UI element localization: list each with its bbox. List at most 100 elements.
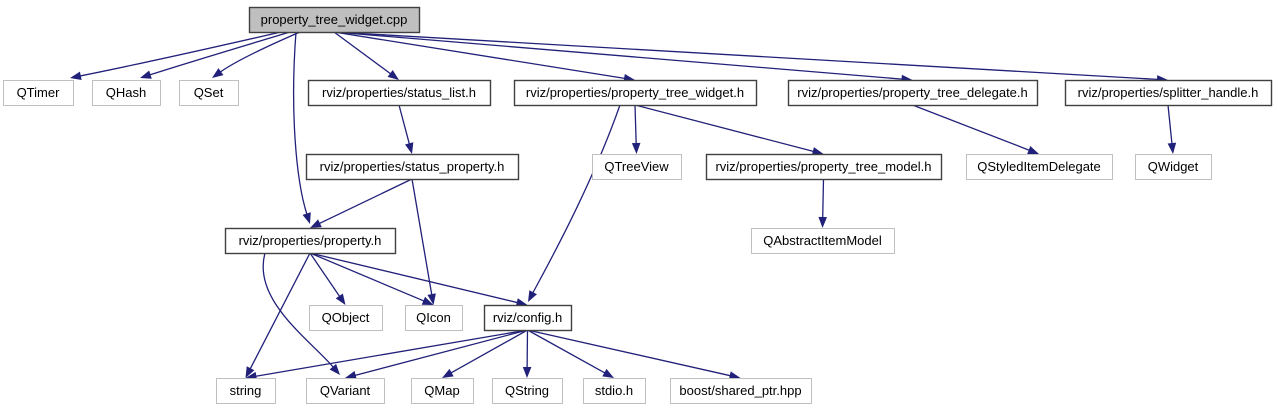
node-frame [1135, 154, 1212, 180]
node-label: QAbstractItemModel [763, 233, 882, 248]
graph-edge [345, 329, 528, 380]
node-frame [592, 154, 682, 180]
node-label: property_tree_widget.cpp [261, 12, 408, 27]
node-frame [248, 6, 421, 34]
graph-edge [634, 104, 824, 156]
graph-node-qobject[interactable]: QObject [309, 305, 383, 331]
graph-node-stdio[interactable]: stdio.h [583, 378, 646, 404]
node-frame [305, 153, 520, 181]
node-frame [307, 79, 492, 107]
node-label: QString [505, 383, 549, 398]
graph-node-qabstractitem[interactable]: QAbstractItemModel [751, 228, 895, 254]
graph-edge [528, 104, 621, 302]
graph-node-qstyleditem[interactable]: QStyledItemDelegate [966, 154, 1113, 180]
node-frame [751, 228, 895, 254]
graph-node-qset[interactable]: QSet [179, 80, 239, 106]
node-label: QTreeView [604, 159, 669, 174]
graph-edge [310, 178, 413, 228]
graph-edge [309, 252, 346, 305]
graph-node-qtimer[interactable]: QTimer [3, 80, 74, 106]
node-label: rviz/config.h [493, 310, 562, 325]
node-label: rviz/properties/property_tree_widget.h [526, 85, 744, 100]
graph-node-status_list[interactable]: rviz/properties/status_list.h [307, 79, 492, 107]
graph-node-config_h[interactable]: rviz/config.h [483, 304, 573, 332]
node-frame [670, 378, 812, 404]
node-label: string [230, 383, 262, 398]
node-frame [92, 80, 161, 106]
node-frame [306, 378, 385, 404]
graph-edge [309, 252, 434, 305]
graph-node-ptm_h[interactable]: rviz/properties/property_tree_model.h [705, 153, 943, 181]
graph-edge [333, 31, 399, 80]
graph-node-qwidget[interactable]: QWidget [1135, 154, 1212, 180]
node-frame [3, 80, 74, 106]
node-frame [583, 378, 646, 404]
graph-edge [333, 31, 1168, 84]
graph-node-qmap[interactable]: QMap [411, 378, 474, 404]
node-frame [787, 79, 1039, 107]
graph-edge [333, 31, 635, 83]
node-frame [483, 304, 573, 332]
node-label: stdio.h [595, 383, 633, 398]
graph-edge [912, 104, 1039, 155]
graph-node-boost_sp[interactable]: boost/shared_ptr.hpp [670, 378, 812, 404]
graph-node-ptw_h[interactable]: rviz/properties/property_tree_widget.h [513, 79, 758, 107]
graph-edge [245, 329, 528, 381]
node-frame [309, 305, 383, 331]
node-label: QVariant [320, 383, 371, 398]
graph-edge [411, 178, 436, 305]
graph-node-string[interactable]: string [216, 378, 276, 404]
node-label: QWidget [1148, 159, 1199, 174]
node-label: QMap [424, 383, 459, 398]
graph-edge [522, 329, 532, 378]
graph-node-splitter_h[interactable]: rviz/properties/splitter_handle.h [1064, 79, 1273, 107]
graph-node-qhash[interactable]: QHash [92, 80, 161, 106]
node-frame [405, 305, 463, 331]
node-label: rviz/properties/property_tree_model.h [715, 159, 931, 174]
node-label: rviz/properties/status_list.h [322, 85, 476, 100]
node-label: QIcon [416, 310, 451, 325]
graph-edge [292, 31, 311, 224]
graph-node-property_h[interactable]: rviz/properties/property.h [224, 227, 397, 255]
graph-node-qtreeview[interactable]: QTreeView [592, 154, 682, 180]
node-label: QHash [106, 85, 146, 100]
graph-edge [309, 252, 528, 307]
node-label: rviz/properties/property_tree_delegate.h [797, 85, 1028, 100]
graph-edge [140, 31, 291, 79]
node-frame [411, 378, 474, 404]
node-frame [179, 80, 239, 106]
node-frame [1064, 79, 1273, 107]
graph-edge [333, 31, 913, 84]
graph-edge [262, 252, 340, 375]
node-frame [224, 227, 397, 255]
node-label: QSet [194, 85, 224, 100]
graph-node-qstring[interactable]: QString [492, 378, 563, 404]
node-label: boost/shared_ptr.hpp [679, 383, 801, 398]
node-frame [966, 154, 1113, 180]
graph-node-status_prop[interactable]: rviz/properties/status_property.h [305, 153, 520, 181]
graph-node-ptd_h[interactable]: rviz/properties/property_tree_delegate.h [787, 79, 1039, 107]
node-label: QObject [322, 310, 370, 325]
graph-node-qicon[interactable]: QIcon [405, 305, 463, 331]
node-label: rviz/properties/status_property.h [320, 159, 505, 174]
graph-node-root[interactable]: property_tree_widget.cpp [248, 6, 421, 34]
graph-edge [70, 31, 282, 81]
node-label: rviz/properties/property.h [239, 233, 382, 248]
node-label: QStyledItemDelegate [977, 159, 1101, 174]
node-frame [705, 153, 943, 181]
node-label: QTimer [17, 85, 61, 100]
node-frame [492, 378, 563, 404]
graph-edge [245, 252, 311, 378]
graph-edge [398, 104, 414, 154]
graph-edge [212, 31, 301, 78]
graph-edge [442, 329, 528, 378]
graph-edge [1167, 104, 1177, 154]
graph-node-qvariant[interactable]: QVariant [306, 378, 385, 404]
graph-edge [527, 329, 741, 380]
node-label: rviz/properties/splitter_handle.h [1078, 85, 1259, 100]
graph-edge [631, 104, 641, 154]
graph-edge [527, 329, 614, 378]
